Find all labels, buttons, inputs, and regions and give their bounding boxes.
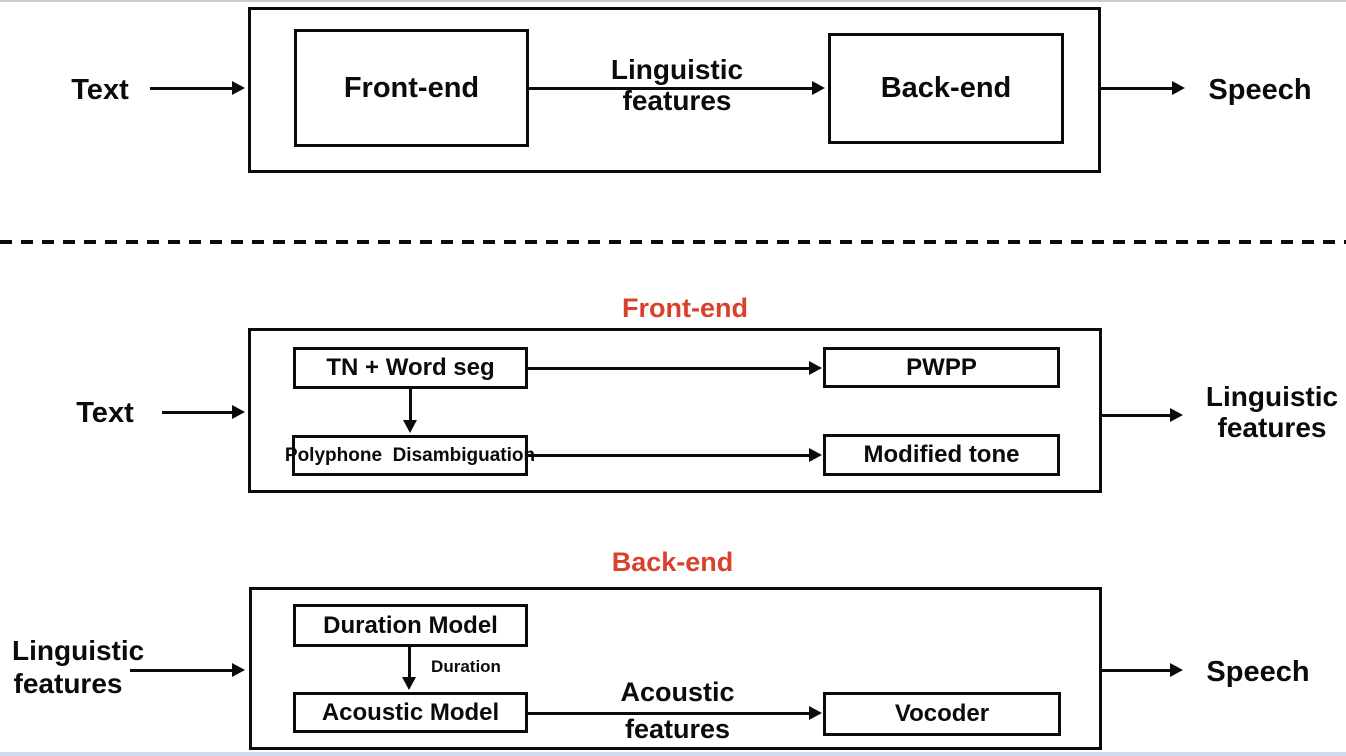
frontend-output-label-line2: features [1217,412,1327,443]
acoustic-model-box: Acoustic Model [293,692,528,733]
frontend-output-label: Linguistic features [1198,381,1346,443]
arrow-tn-to-polyphone [403,389,417,433]
backend-section-title: Back-end [611,547,734,577]
arrow-linguistic-to-backend [130,663,245,677]
bottom-border-line [0,752,1346,756]
arrow-duration-to-acoustic [402,647,416,690]
arrow-backend-to-speech [1102,663,1183,677]
frontend-input-label: Text [76,397,134,429]
arrow-frontend-to-linguistic [1102,408,1183,422]
backend-input-label-line2: features [13,668,123,699]
modified-tone-box: Modified tone [823,434,1060,476]
overview-input-label: Text [71,74,129,106]
overview-output-label: Speech [1208,74,1312,106]
overview-frontend-box: Front-end [294,29,529,147]
arrow-acoustic-to-vocoder [528,706,822,720]
arrow-tn-to-pwpp [528,361,822,375]
overview-flow-label-line2: features [622,85,732,116]
arrow-text-to-frontend [162,405,245,419]
duration-model-box: Duration Model [293,604,528,647]
backend-output-label: Speech [1206,656,1310,688]
backend-flow-label-line1: Acoustic [620,677,735,707]
polyphone-disambiguation-box: Polyphone Disambiguation [285,435,535,476]
overview-backend-box: Back-end [828,33,1064,144]
overview-flow-label: Linguistic features [597,54,757,116]
frontend-output-label-line1: Linguistic [1205,381,1339,412]
frontend-section-title: Front-end [622,293,748,323]
overview-flow-label-line1: Linguistic [610,54,744,85]
tn-word-seg-box: TN + Word seg [293,347,528,389]
arrow-text-to-overview [150,81,245,95]
top-border-line [0,0,1346,2]
vocoder-box: Vocoder [823,692,1061,736]
arrow-frontend-to-backend [529,81,825,95]
arrow-overview-to-speech [1101,81,1185,95]
backend-input-label-line1: Linguistic [12,635,145,666]
arrow-polyphone-to-modified-tone [528,448,822,462]
dashed-divider-line [0,240,1346,244]
pwpp-box: PWPP [823,347,1060,388]
backend-input-label: Linguistic features [12,634,145,700]
backend-flow-label-line2: features [624,714,731,744]
duration-arrow-label: Duration [431,657,501,676]
